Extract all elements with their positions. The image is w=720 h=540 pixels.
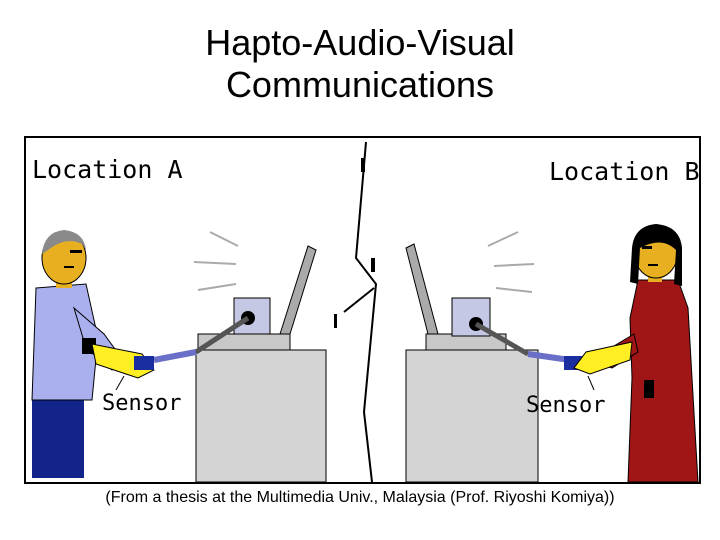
title-line-1: Hapto-Audio-Visual [205, 22, 515, 63]
slide-title: Hapto-Audio-Visual Communications [0, 22, 720, 106]
person-b-dress [627, 279, 699, 482]
sensor-a-pointer [115, 375, 125, 391]
lightning-divider [354, 141, 378, 482]
haptic-device-a [153, 297, 271, 363]
location-a-label: Location A [32, 155, 183, 184]
person-a-cuff [82, 338, 96, 354]
person-b-eye [642, 246, 652, 249]
haptic-device-a-arm [194, 315, 250, 355]
person-b [573, 224, 699, 482]
lightning-mark-top [361, 158, 365, 172]
haptic-communication-illustration: Location A Location B [24, 136, 701, 484]
location-b-label: Location B [549, 157, 699, 186]
person-b-belt-mark [644, 380, 654, 398]
desk-a-body [195, 349, 327, 482]
lightning-mark-left [334, 314, 337, 328]
person-a-shirt [31, 283, 99, 401]
person-a-trousers [32, 386, 84, 478]
person-a [31, 230, 155, 478]
haptic-device-b [451, 297, 571, 363]
sound-lines-a [193, 231, 239, 291]
sensor-right-label: Sensor [526, 393, 605, 418]
person-b-hair [630, 224, 682, 286]
illustration-canvas: Location A Location B [31, 141, 699, 482]
haptic-device-b-arm [474, 321, 530, 357]
desk-b-body [405, 349, 539, 482]
sensor-a-marker [134, 356, 154, 370]
person-a-eye [70, 250, 82, 253]
sensor-left-label: Sensor [102, 391, 181, 416]
person-b-mouth [648, 264, 658, 266]
sound-lines-b [487, 231, 535, 293]
caption: (From a thesis at the Multimedia Univ., … [105, 489, 615, 506]
laptop-b [405, 243, 439, 335]
laptop-a [279, 245, 317, 335]
person-b-glove [573, 341, 633, 375]
sensor-b-pointer [587, 375, 595, 391]
desk-a [195, 333, 327, 482]
person-a-mouth [64, 266, 74, 268]
lightning-mark-right [371, 258, 375, 272]
person-a-hair [42, 230, 86, 254]
haptic-device-b-stylus [527, 351, 571, 363]
haptic-device-a-stylus [153, 349, 197, 363]
lightning-branch [343, 287, 375, 313]
desk-b [405, 333, 539, 482]
title-line-2: Communications [225, 64, 495, 105]
